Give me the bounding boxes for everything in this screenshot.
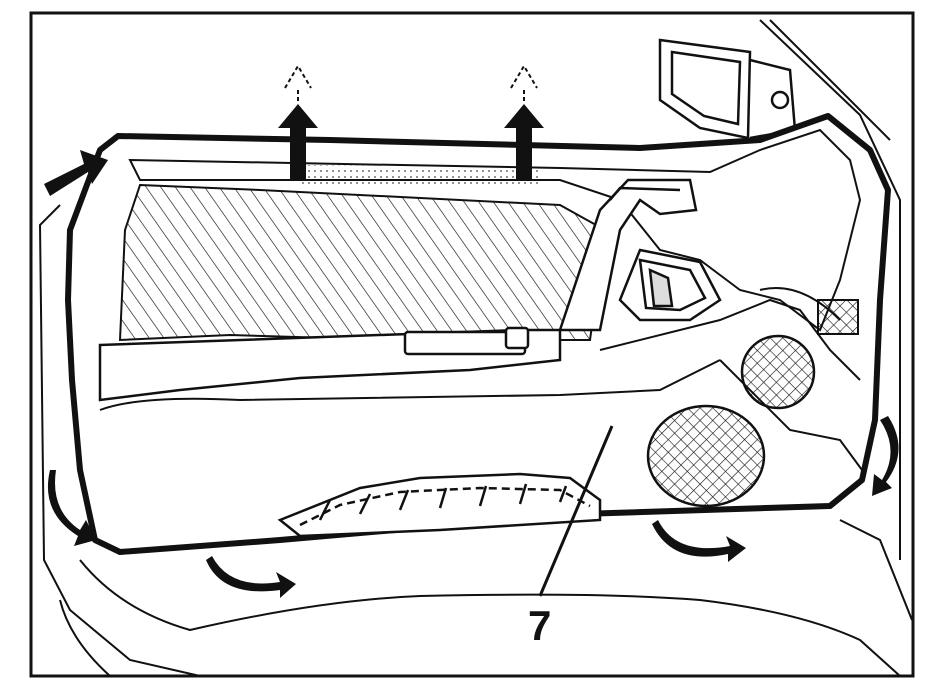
car-body (38, 19, 913, 677)
armrest (98, 326, 562, 402)
small-vent-grille (817, 299, 859, 335)
upper-speaker-grille (740, 334, 816, 410)
callout-label: 7 (528, 602, 551, 649)
up-arrow-left (278, 64, 318, 180)
side-mirror (658, 38, 797, 140)
door-pocket (277, 472, 602, 538)
top-trim-strip (300, 165, 540, 188)
lower-speaker-grille (646, 404, 766, 508)
release-arrows (47, 416, 899, 598)
corner-arrow-icon (44, 150, 108, 196)
up-arrow-right (504, 64, 544, 180)
callout-leader-line (538, 425, 614, 597)
window-hatched-area (118, 183, 607, 342)
door-handle-assembly (558, 178, 722, 332)
